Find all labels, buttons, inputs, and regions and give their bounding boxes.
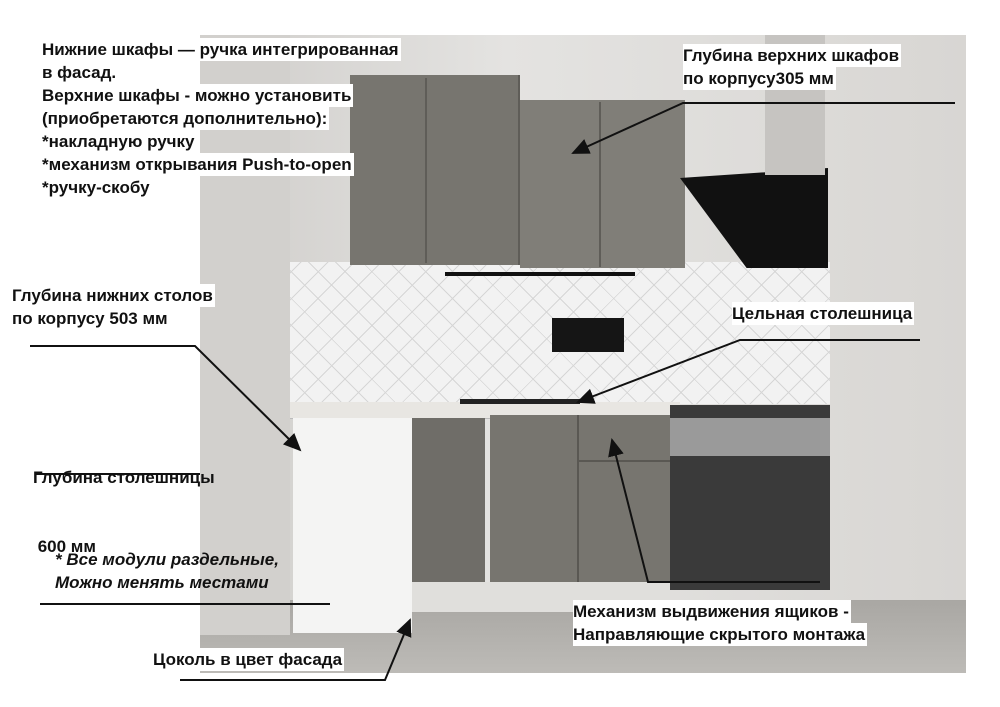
- note-line: 600 мм: [33, 537, 96, 556]
- plant-pots: [552, 318, 624, 352]
- arrow-upper-depth: [571, 102, 955, 154]
- end-panel: [293, 418, 412, 633]
- upper-cabinet-door-divider: [425, 78, 427, 263]
- note-line: Механизм выдвижения ящиков -: [573, 600, 851, 623]
- arrow-countertop: [576, 339, 920, 404]
- note-line: Верхние шкафы - можно установить: [42, 84, 354, 107]
- arrow-drawers: [608, 438, 820, 583]
- countertop-depth-label: Глубина столешницы 600 мм: [33, 420, 215, 581]
- note-line: Глубина верхних шкафов: [683, 44, 902, 67]
- upper-cabinet-right: [520, 100, 685, 268]
- note-line: Направляющие скрытого монтажа: [573, 623, 868, 646]
- note-line: Цоколь в цвет фасада: [153, 648, 345, 671]
- note-line: Глубина столешницы: [33, 468, 215, 487]
- note-line: по корпусу 503 мм: [12, 307, 170, 330]
- note-line: * Все модули раздельные,: [55, 550, 279, 569]
- wall-column: [200, 35, 290, 635]
- drawers-label: Механизм выдвижения ящиков - Направляющи…: [573, 600, 868, 646]
- sink: [460, 399, 580, 404]
- modules-note: * Все модули раздельные, Можно менять ме…: [55, 548, 279, 594]
- plinth-label: Цоколь в цвет фасада: [153, 648, 345, 671]
- countertop-label: Цельная столешница: [732, 302, 915, 325]
- lower-cabinet-corner: [412, 418, 485, 610]
- kitchen-rail: [445, 272, 635, 276]
- note-line: *ручку-скобу: [42, 176, 152, 199]
- drawer-divider: [577, 415, 579, 582]
- note-line: Глубина нижних столов: [12, 284, 215, 307]
- note-line: в фасад.: [42, 61, 119, 84]
- upper-depth-label: Глубина верхних шкафов по корпусу305 мм: [683, 44, 902, 90]
- note-line: (приобретаются дополнительно):: [42, 107, 330, 130]
- upper-cabinet-door-divider: [599, 102, 601, 267]
- note-line: Цельная столешница: [732, 302, 915, 325]
- note-line: *накладную ручку: [42, 130, 197, 153]
- lower-depth-label: Глубина нижних столов по корпусу 503 мм: [12, 284, 215, 330]
- arrow-lower-depth: [30, 345, 302, 452]
- arrow-plinth: [180, 618, 412, 681]
- upper-cabinet-left: [350, 75, 520, 265]
- note-line: Нижние шкафы — ручка интегрированная: [42, 38, 401, 61]
- note-line: *механизм открывания Push-to-open: [42, 153, 354, 176]
- note-line: по корпусу305 мм: [683, 67, 836, 90]
- handles-note: Нижние шкафы — ручка интегрированная в ф…: [42, 38, 401, 199]
- countertop: [290, 402, 680, 419]
- stove-control-panel: [670, 418, 830, 456]
- note-line: Можно менять местами: [55, 573, 269, 592]
- drawer-divider: [579, 460, 670, 462]
